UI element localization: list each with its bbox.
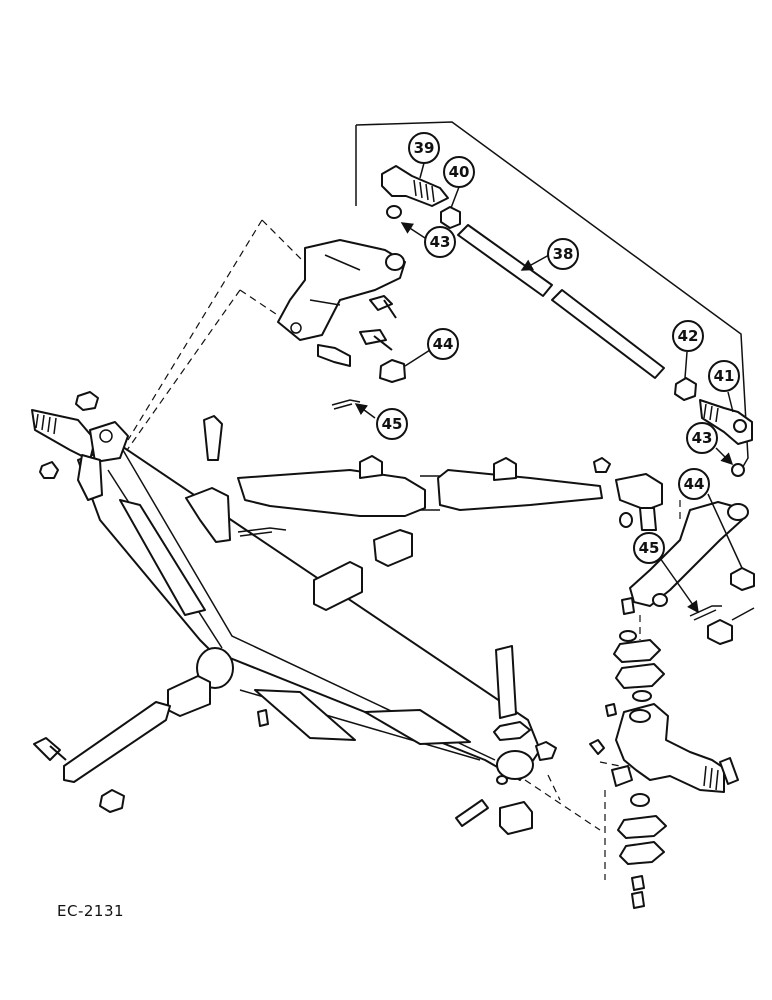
leader-42 (684, 351, 688, 379)
drawing-reference-code: EC-2131 (57, 902, 125, 920)
callout-45-right: 45 (633, 532, 665, 564)
kingpin (495, 645, 517, 719)
right-knuckle (611, 703, 739, 793)
svg-text:45: 45 (639, 539, 660, 557)
right-kingpin-stack (613, 597, 665, 702)
beam-pin-left (455, 799, 489, 827)
callout-43-upper: 43 (424, 226, 456, 258)
cylinder-bracket (185, 487, 231, 543)
grease-fitting-beam (257, 709, 269, 727)
pivot-bushing-lower (167, 675, 211, 717)
left-spindle (31, 409, 129, 501)
kingpin-bushing-lower (499, 801, 533, 835)
alignment-lines (119, 219, 681, 880)
callout-45-left: 45 (376, 408, 408, 440)
leader-38 (520, 254, 550, 271)
callout-39: 39 (408, 132, 440, 164)
svg-text:43: 43 (430, 233, 451, 251)
svg-text:40: 40 (449, 163, 470, 181)
leader-40 (450, 186, 460, 209)
pin-bolt (203, 415, 223, 461)
callout-38: 38 (547, 238, 579, 270)
svg-text:44: 44 (433, 335, 454, 353)
svg-text:45: 45 (382, 415, 403, 433)
cotter-pin-left (331, 399, 361, 410)
pivot-bushing-upper (373, 529, 413, 567)
tie-rod-tube-lower (551, 289, 665, 379)
leader-39 (419, 162, 425, 179)
svg-text:42: 42 (678, 327, 699, 345)
right-steering-arm (629, 501, 749, 607)
svg-text:44: 44 (684, 475, 705, 493)
jam-nut-40 (440, 206, 461, 229)
tie-rod-panel-outline (355, 121, 749, 471)
svg-text:41: 41 (714, 367, 735, 385)
leader-45a (354, 403, 376, 419)
leader-41 (727, 391, 734, 413)
tie-rod-tube-upper (457, 224, 553, 297)
leader-44a (404, 349, 431, 367)
cotter-pin-beam (237, 527, 287, 537)
callout-42: 42 (672, 320, 704, 352)
callout-44-right: 44 (678, 468, 710, 500)
leader-43b (715, 447, 734, 466)
nut-right-lower (707, 619, 733, 645)
right-lower-stack (617, 793, 667, 909)
jam-nut-42 (674, 377, 697, 401)
callout-40: 40 (443, 156, 475, 188)
left-spindle-nut (75, 391, 99, 411)
bolt-b (359, 329, 393, 351)
pivot-bushing-middle (313, 561, 363, 611)
castle-nut-left (379, 359, 406, 383)
bolt-c (317, 344, 351, 367)
steering-cylinder (237, 455, 603, 517)
leader-43a (400, 222, 426, 239)
svg-text:39: 39 (414, 139, 435, 157)
kingpin-washer (493, 721, 531, 741)
kingpin-nut-small (535, 741, 557, 761)
left-washer-nut (39, 461, 59, 479)
callout-43-lower: 43 (686, 422, 718, 454)
grease-fitting-knuckle (589, 703, 617, 755)
leader-44b (707, 493, 743, 569)
right-rod-end (593, 457, 663, 531)
leader-45b (659, 557, 699, 614)
pivot-bolt (33, 737, 67, 761)
castle-nut-right (730, 567, 755, 591)
small-pin-right (731, 607, 755, 621)
pivot-pin (63, 701, 171, 783)
axle-beam (77, 444, 541, 785)
pivot-nut (99, 789, 125, 813)
callout-41: 41 (708, 360, 740, 392)
left-steering-arm (277, 239, 406, 341)
svg-text:38: 38 (553, 245, 574, 263)
tie-rod-end-39 (381, 165, 449, 219)
bolt-a (369, 295, 397, 319)
svg-text:43: 43 (692, 429, 713, 447)
tie-rod-end-41 (699, 399, 753, 477)
callout-44-left: 44 (427, 328, 459, 360)
